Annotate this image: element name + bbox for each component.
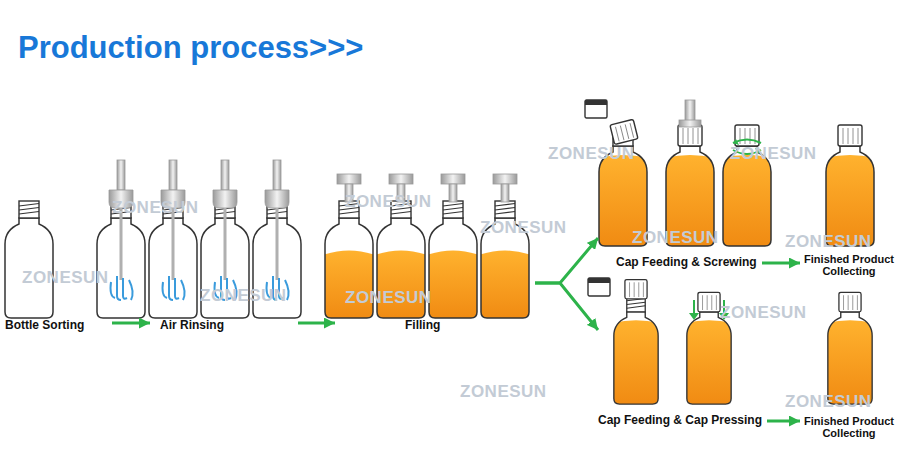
stage-label: Finished Product Collecting (802, 253, 896, 278)
flow-arrow (112, 322, 150, 325)
flow-arrow (762, 262, 800, 265)
process-stage: Air Rinsing (150, 310, 298, 335)
bottle-sorting-bottle (5, 201, 53, 318)
process-stage: Finished Product Collecting (800, 95, 898, 280)
filling-bottles (323, 174, 531, 320)
watermark: ZONESUN (22, 268, 109, 288)
watermark: ZONESUN (785, 392, 872, 412)
stage-label: Air Rinsing (160, 319, 224, 333)
diagram-title: Production process>>> (18, 30, 363, 66)
watermark: ZONESUN (785, 232, 872, 252)
watermark: ZONESUN (480, 218, 567, 238)
watermark: ZONESUN (548, 144, 635, 164)
watermark: ZONESUN (720, 303, 807, 323)
flow-arrow (298, 322, 335, 325)
watermark: ZONESUN (632, 228, 719, 248)
flow-arrow (535, 238, 598, 283)
watermark: ZONESUN (112, 198, 199, 218)
process-stage: Finished Product Collecting (800, 290, 898, 442)
flow-arrow (535, 283, 598, 330)
press-capping-bottles (588, 278, 874, 406)
stage-label: Cap Feeding & Cap Pressing (598, 414, 762, 428)
watermark: ZONESUN (345, 288, 432, 308)
screw-capping-bottles (585, 100, 876, 248)
watermark: ZONESUN (730, 144, 817, 164)
flow-arrow (767, 420, 800, 423)
watermark: ZONESUN (200, 286, 287, 306)
stage-label: Filling (405, 319, 440, 333)
process-stage: Bottle Sorting (2, 310, 112, 335)
stage-label: Bottle Sorting (5, 319, 84, 333)
watermark: ZONESUN (345, 192, 432, 212)
watermark: ZONESUN (460, 382, 547, 402)
stage-label: Finished Product Collecting (802, 415, 896, 440)
stage-label: Cap Feeding & Screwing (616, 256, 757, 270)
air-rinsing-bottles (97, 160, 301, 318)
